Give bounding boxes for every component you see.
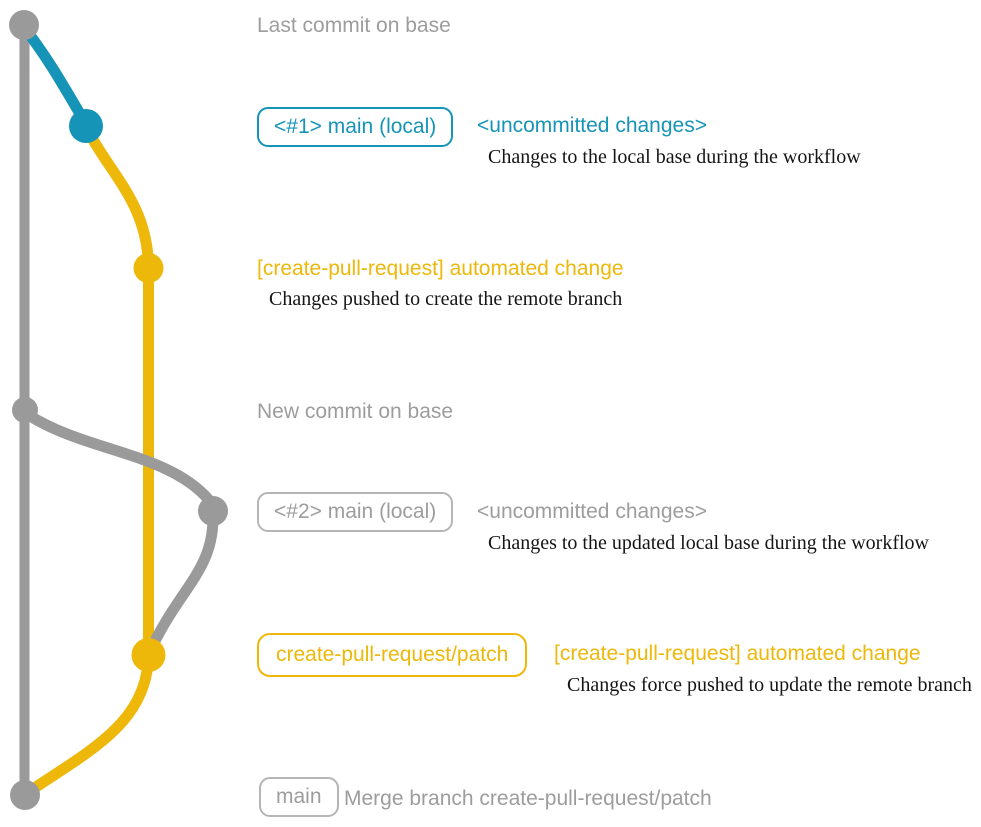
commit-node-patch1 — [133, 253, 164, 283]
local-branch1-curve — [21, 25, 92, 130]
branch1-description: Changes to the local base during the wor… — [488, 146, 861, 168]
commit1-title: [create-pull-request] automated change — [257, 257, 624, 280]
commit2-description: Changes force pushed to update the remot… — [567, 674, 972, 696]
new-commit-label: New commit on base — [257, 400, 454, 423]
local-branch2-curve — [21, 408, 215, 506]
merge-message-label: Merge branch create-pull-request/patch — [344, 787, 712, 810]
branch-badge-patch: create-pull-request/patch — [257, 633, 528, 677]
commit-node-new-base — [12, 397, 38, 423]
rebase-curve — [147, 514, 219, 651]
commit-node-patch2 — [131, 638, 166, 672]
commit-node-local1 — [69, 109, 103, 143]
branch2-description: Changes to the updated local base during… — [488, 532, 929, 554]
commit-node-local2 — [198, 496, 228, 526]
uncommitted-changes-label-2: <uncommitted changes> — [477, 500, 707, 523]
commit2-title: [create-pull-request] automated change — [554, 642, 921, 665]
commit-node-merge — [10, 780, 40, 810]
patch-branch-line — [82, 125, 154, 661]
uncommitted-changes-label-1: <uncommitted changes> — [477, 114, 707, 137]
branch-badge-main-local-2: <#2> main (local) — [257, 492, 454, 532]
commit-node-last-base — [9, 10, 39, 40]
merge-curve — [24, 657, 154, 797]
branch-badge-main-local-1: <#1> main (local) — [257, 107, 454, 147]
commit1-description: Changes pushed to create the remote bran… — [269, 288, 623, 310]
branch-badge-main: main — [259, 777, 339, 817]
last-commit-label: Last commit on base — [257, 14, 451, 37]
